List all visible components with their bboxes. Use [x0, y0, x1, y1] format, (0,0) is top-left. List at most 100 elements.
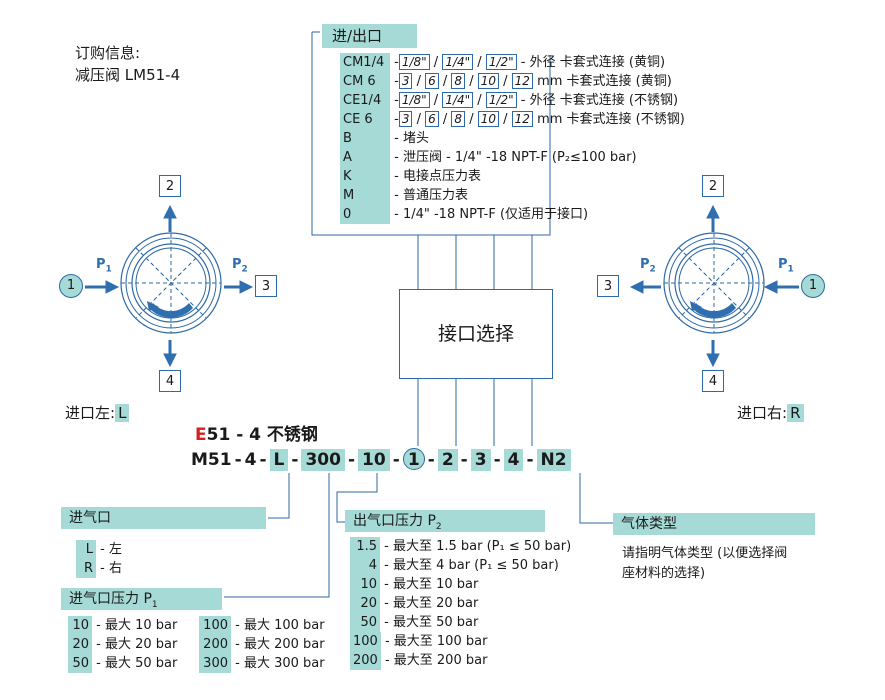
valve-right-port-3: 3	[597, 275, 619, 297]
port-option-box: 3	[398, 73, 413, 89]
p1-item: 300 - 最大 300 bar	[199, 654, 325, 673]
port-row-dash: -	[390, 112, 399, 127]
p2-item-code: 200	[350, 651, 381, 670]
port-option-box: 1/8"	[398, 92, 430, 108]
p2-item-text: - 最大至 1.5 bar (P₁ ≤ 50 bar)	[380, 539, 572, 554]
p1-item-text: - 最大 10 bar	[92, 618, 178, 633]
port-panel-title: 进/出口	[322, 24, 417, 48]
valve-right-port-4: 4	[702, 370, 724, 392]
model-part: L	[269, 449, 289, 471]
port-simple-row: 0 - 1/4" -18 NPT-F (仅适用于接口)	[340, 205, 685, 224]
port-option-box: 6	[425, 73, 439, 89]
gas-section-title: 气体类型	[613, 513, 815, 535]
valve-right-gauge-icon	[663, 232, 765, 334]
example-prefix: E	[195, 425, 207, 445]
p2-item: 100 - 最大至 100 bar	[350, 632, 571, 651]
port-option-sep: /	[499, 112, 512, 127]
gas-desc-line1: 请指明气体类型 (以便选择阀	[622, 546, 788, 561]
port-option-sep: /	[412, 112, 426, 127]
p2-item-text: - 最大至 200 bar	[380, 653, 488, 668]
valve-right-caption: 进口右:R	[737, 402, 804, 423]
p2-item-code: 10	[350, 575, 380, 594]
p2-item-text: - 最大至 20 bar	[380, 596, 479, 611]
port-row-suffix: mm 卡套式连接 (黄铜)	[532, 74, 672, 89]
port-option-box: 1/8"	[398, 54, 430, 70]
valve-right-p2-label: P2	[640, 257, 656, 275]
valve-left-port-1: 1	[59, 274, 83, 298]
valve-right-port-1: 1	[801, 274, 825, 298]
p1-item-text: - 最大 20 bar	[92, 637, 178, 652]
port-option-sep: /	[473, 55, 486, 70]
model-dash: -	[526, 450, 534, 470]
model-dash: -	[493, 450, 501, 470]
port-row-dash: -	[390, 93, 399, 108]
inlet-item: R - 右	[76, 559, 122, 578]
port-option-box: 8	[451, 73, 466, 89]
p2-section-title: 出气口压力 P2	[345, 510, 545, 532]
p2-item: 1.5 - 最大至 1.5 bar (P₁ ≤ 50 bar)	[350, 537, 571, 556]
port-simple-text: - 普通压力表	[390, 188, 468, 203]
p1-item: 50 - 最大 50 bar	[68, 654, 177, 673]
model-dash: -	[259, 450, 267, 470]
port-option-box: 10	[477, 111, 499, 127]
port-option-sep: /	[412, 74, 426, 89]
p2-item: 200 - 最大至 200 bar	[350, 651, 571, 670]
p2-item-code: 4	[350, 556, 380, 575]
p2-item-code: 50	[350, 613, 380, 632]
p2-item: 50 - 最大至 50 bar	[350, 613, 571, 632]
model-part: N2	[536, 449, 571, 471]
port-simple-code: A	[340, 148, 390, 167]
port-option-box: 1/4"	[442, 92, 474, 108]
model-dash: -	[234, 450, 242, 470]
valve-right-code: R	[787, 404, 804, 422]
inlet-items: L - 左 R - 右	[76, 540, 122, 578]
p2-item-code: 20	[350, 594, 380, 613]
model-part: 3	[470, 449, 491, 471]
inlet-item-text: - 左	[96, 542, 122, 557]
valve-right-arrows	[629, 204, 799, 368]
p2-item-code: 1.5	[350, 537, 380, 556]
p2-item: 20 - 最大至 20 bar	[350, 594, 571, 613]
p2-item-text: - 最大至 4 bar (P₁ ≤ 50 bar)	[380, 558, 559, 573]
p1-section-title: 进气口压力 P1	[61, 588, 222, 610]
p1-item-code: 200	[199, 635, 231, 654]
port-simple-row: K - 电接点压力表	[340, 167, 685, 186]
p1-item: 200 - 最大 200 bar	[199, 635, 325, 654]
port-row-suffix: - 外径 卡套式连接 (黄铜)	[516, 55, 666, 70]
p1-item: 100 - 最大 100 bar	[199, 616, 325, 635]
valve-left-arrows	[85, 204, 254, 368]
p1-item: 20 - 最大 20 bar	[68, 635, 177, 654]
port-row: CE 6 -3 / 6 / 8 / 10 / 12 mm 卡套式连接 (不锈钢)	[340, 110, 685, 129]
inlet-item-code: R	[76, 559, 96, 578]
p2-item: 4 - 最大至 4 bar (P₁ ≤ 50 bar)	[350, 556, 571, 575]
port-row-suffix: mm 卡套式连接 (不锈钢)	[532, 112, 685, 127]
port-row-code: CM 6	[340, 72, 390, 91]
p1-item-code: 50	[68, 654, 92, 673]
port-simple-text: - 泄压阀 - 1/4" -18 NPT-F (P₂≤100 bar)	[390, 150, 637, 165]
valve-left-port-2: 2	[159, 175, 181, 197]
port-option-sep: /	[429, 93, 443, 108]
p2-item: 10 - 最大至 10 bar	[350, 575, 571, 594]
p1-item-text: - 最大 200 bar	[231, 637, 325, 652]
port-option-sep: /	[499, 74, 512, 89]
valve-right-p1-label: P1	[778, 257, 794, 275]
port-option-box: 1/2"	[485, 92, 517, 108]
port-option-box: 12	[511, 73, 533, 89]
port-row: CM1/4 -1/8" / 1/4" / 1/2" - 外径 卡套式连接 (黄铜…	[340, 53, 685, 72]
p2-item-text: - 最大至 10 bar	[380, 577, 479, 592]
valve-left-p1-label: P1	[96, 257, 112, 275]
model-part: 10	[358, 449, 390, 471]
order-info-label: 订购信息:	[75, 44, 141, 62]
port-simple-row: M - 普通压力表	[340, 186, 685, 205]
port-row-dash: -	[390, 74, 399, 89]
model-part: 300	[301, 449, 345, 471]
inlet-item-code: L	[76, 540, 96, 559]
port-option-box: 1/4"	[442, 54, 474, 70]
port-simple-row: A - 泄压阀 - 1/4" -18 NPT-F (P₂≤100 bar)	[340, 148, 685, 167]
port-option-sep: /	[473, 93, 486, 108]
inlet-section-title: 进气口	[61, 507, 266, 529]
p1-item-code: 300	[199, 654, 231, 673]
p2-item-code: 100	[350, 632, 381, 651]
